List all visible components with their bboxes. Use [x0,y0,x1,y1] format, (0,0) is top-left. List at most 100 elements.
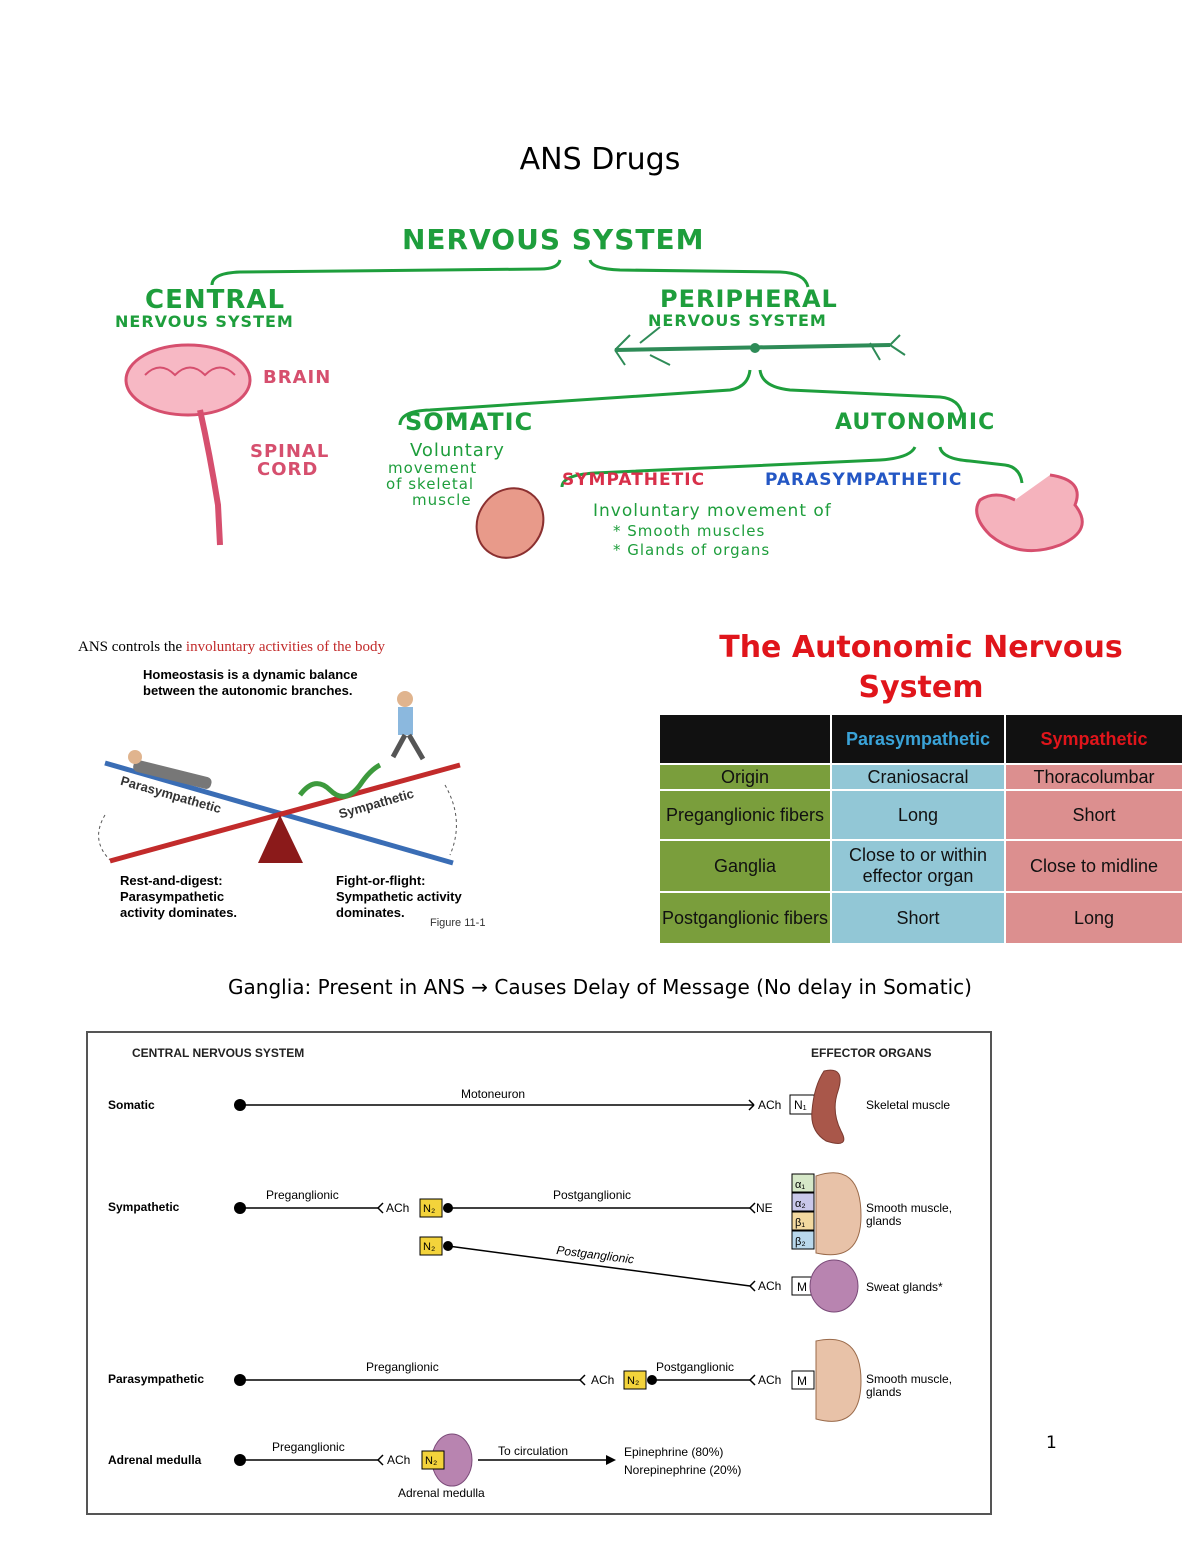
fight-line-3: dominates. [336,905,405,920]
postganglionic-label: Postganglionic [656,1360,734,1374]
neuron-icon [750,343,760,353]
cns-label: CENTRAL NERVOUS SYSTEM [132,1046,304,1060]
rest-line-1: Rest-and-digest: [120,873,223,888]
epinephrine-label: Epinephrine (80%) [624,1445,723,1459]
n2-receptor: N₂ [423,1241,435,1253]
table-cell: Close to midline [1004,839,1184,893]
norepinephrine-label: Norepinephrine (20%) [624,1463,741,1477]
brain-icon [124,343,252,546]
smooth-muscle-label-2: glands [866,1214,901,1228]
alpha2-receptor: α₂ [795,1198,806,1210]
sympathetic-row-label: Sympathetic [108,1200,180,1214]
sleeping-person-icon [128,750,212,789]
caption-part-1: ANS controls the [78,639,183,655]
ne-label: NE [756,1201,773,1215]
rest-line-3: activity dominates. [120,905,238,920]
central-sub-label: NERVOUS SYSTEM [115,312,294,331]
skeletal-muscle-icon [811,1069,845,1144]
efferent-pathway-diagram: CENTRAL NERVOUS SYSTEM EFFECTOR ORGANS S… [86,1031,992,1515]
somatic-desc-1: Voluntary [410,440,505,461]
n2-receptor: N₂ [627,1375,639,1387]
somatic-row-label: Somatic [108,1098,155,1112]
beta1-receptor: β₁ [795,1217,805,1229]
effector-label: EFFECTOR ORGANS [811,1046,931,1060]
seesaw-caption: ANS controls the involuntary activities … [78,639,385,656]
table-cell: Origin [658,763,832,791]
parasympathetic-row-label: Parasympathetic [108,1372,204,1386]
page-title: ANS Drugs [519,142,681,177]
table-cell: Ganglia [658,839,832,893]
sweat-gland-icon [809,1259,859,1313]
preganglionic-label: Preganglionic [366,1360,439,1374]
peripheral-label: PERIPHERAL [660,285,838,313]
table-cell: Long [1004,891,1184,945]
sympathetic-beam [109,762,461,864]
smooth-muscle-label-1: Smooth muscle, [866,1372,952,1386]
smooth-muscle-icon [815,1172,862,1256]
caption-part-2: involuntary activities of the body [185,639,386,655]
table-row: Ganglia Close to or within effector orga… [658,839,1184,893]
table-cell: Postganglionic fibers [658,891,832,945]
smooth-muscle-icon [815,1338,862,1422]
somatic-desc-2: movement [388,459,478,477]
somatic-desc-3: of skeletal [386,475,475,493]
table-header-cell [658,713,832,765]
involuntary-line-2: * Smooth muscles [613,522,766,540]
preganglionic-label: Preganglionic [272,1440,345,1454]
ans-comparison-table: Parasympathetic Sympathetic Origin Crani… [658,713,1184,945]
somatic-label: SOMATIC [405,408,534,436]
table-header-cell: Parasympathetic [830,713,1006,765]
muscle-icon [475,487,545,559]
spinal-label-1: SPINAL [250,441,330,462]
autonomic-label: AUTONOMIC [835,410,996,435]
involuntary-line-3: * Glands of organs [613,541,771,559]
ans-table-title: The Autonomic Nervous System [658,628,1184,708]
tree-brackets [124,259,1084,559]
motoneuron-label: Motoneuron [461,1087,525,1101]
homeostasis-line-1: Homeostasis is a dynamic balance [143,667,358,682]
table-cell: Thoracolumbar [1004,763,1184,791]
postganglionic-label: Postganglionic [553,1188,631,1202]
table-row: Preganglionic fibers Long Short [658,789,1184,841]
page-number: 1 [1046,1433,1057,1453]
ach-label: ACh [387,1453,410,1467]
intestines-icon [975,473,1084,553]
table-cell: Craniosacral [830,763,1006,791]
n2-receptor: N₂ [423,1203,435,1215]
to-circulation-label: To circulation [498,1444,568,1458]
table-cell: Short [830,891,1006,945]
nervous-system-diagram: NERVOUS SYSTEM CENTRAL NERVOUS SYSTEM BR… [100,215,1100,575]
arrow-icon [606,1455,616,1465]
table-cell: Preganglionic fibers [658,789,832,841]
running-person-icon [390,691,426,761]
seesaw-figure: ANS controls the involuntary activities … [75,635,525,935]
central-label: CENTRAL [145,285,286,315]
n2-receptor: N₂ [425,1455,437,1467]
m-receptor: M [797,1374,807,1388]
table-cell: Short [1004,789,1184,841]
peripheral-sub-label: NERVOUS SYSTEM [648,311,827,330]
rest-line-2: Parasympathetic [120,889,225,904]
spinal-label-2: CORD [257,459,319,480]
ach-label: ACh [386,1201,409,1215]
table-header-cell: Sympathetic [1004,713,1184,765]
figure-number: Figure 11-1 [430,917,486,929]
beta2-receptor: β₂ [795,1236,806,1248]
ganglia-note: Ganglia: Present in ANS → Causes Delay o… [228,975,972,999]
skeletal-muscle-label: Skeletal muscle [866,1098,950,1112]
ach-label: ACh [758,1098,781,1112]
sweat-glands-label: Sweat glands* [866,1280,943,1294]
table-cell: Close to or within effector organ [830,839,1006,893]
preganglionic-label: Preganglionic [266,1188,339,1202]
parasympathetic-label: PARASYMPATHETIC [765,470,963,490]
ach-label: ACh [591,1373,614,1387]
table-cell: Long [830,789,1006,841]
homeostasis-line-2: between the autonomic branches. [143,683,353,698]
somatic-desc-4: muscle [412,491,472,509]
adrenal-organ-label: Adrenal medulla [398,1486,485,1500]
fight-line-2: Sympathetic activity [336,889,462,904]
ach-label: ACh [758,1279,781,1293]
table-row: Origin Craniosacral Thoracolumbar [658,763,1184,791]
seesaw-graphic [98,691,461,866]
snake-icon [298,762,382,799]
